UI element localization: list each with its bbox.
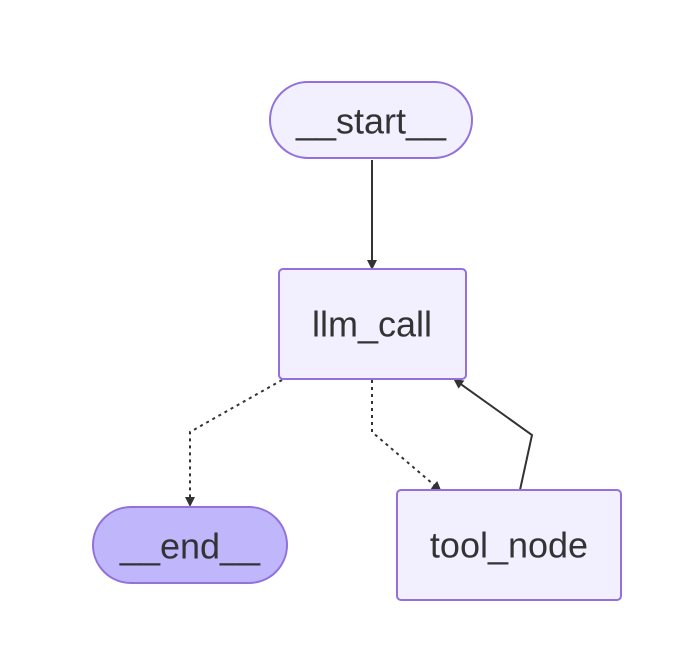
node-start-shape [269, 81, 473, 159]
node-end[interactable]: __end__ [92, 506, 288, 584]
node-start-label: __start__ [295, 101, 447, 142]
node-end-shape [92, 506, 288, 584]
node-tool-node-shape [396, 489, 622, 601]
node-tool-node-label: tool_node [430, 525, 588, 566]
edge-llm-call-to-tool-node [371, 380, 442, 492]
node-start[interactable]: __start__ [269, 81, 473, 159]
edge-tool-node-to-llm-call [453, 378, 534, 491]
node-llm-call[interactable]: llm_call [278, 268, 467, 380]
node-llm-call-label: llm_call [312, 304, 432, 345]
edges [185, 160, 534, 507]
node-llm-call-shape [278, 268, 467, 380]
node-end-label: __end__ [119, 526, 261, 567]
edge-llm-call-to-end [185, 379, 283, 507]
node-tool-node[interactable]: tool_node [396, 489, 622, 601]
